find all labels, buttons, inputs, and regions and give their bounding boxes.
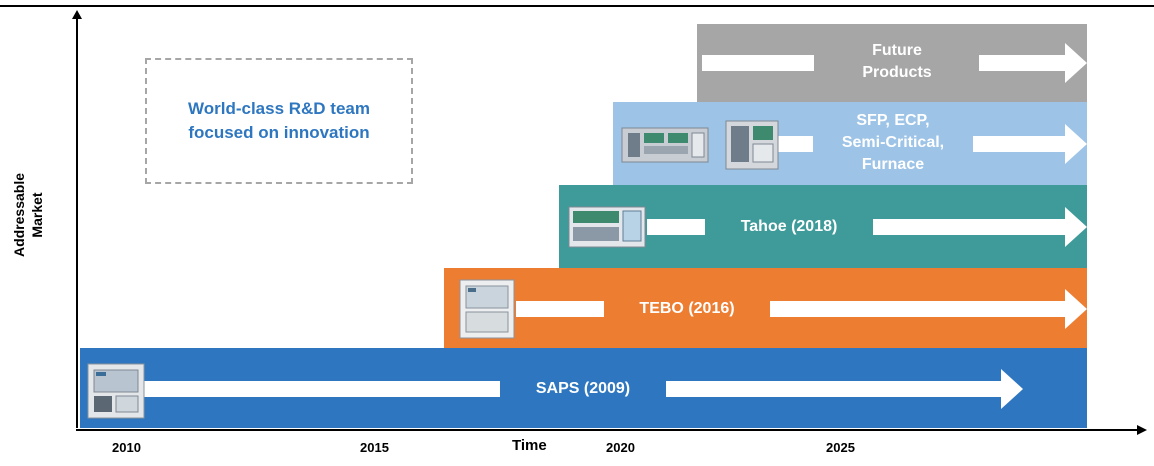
tahoe-tool-image-icon [568, 206, 646, 248]
band-saps-label: SAPS (2009) [535, 380, 631, 397]
x-tick-2025: 2025 [826, 440, 855, 455]
band-sfp-label-line-3: Furnace [861, 156, 925, 173]
ecp-tool-image-icon [725, 120, 779, 170]
band-tebo-label: TEBO (2016) [639, 300, 735, 317]
band-sfp-label-line-2: Semi-Critical, [841, 134, 945, 151]
rd-callout-line-1: World-class R&D team [187, 99, 370, 118]
rd-callout-line-2: focused on innovation [188, 123, 370, 142]
tebo-tool-image-icon [459, 279, 515, 339]
band-future-label: Future Products [822, 40, 972, 84]
band-sfp-label-line-1: SFP, ECP, [856, 112, 930, 129]
future-arrow-shaft-right [979, 55, 1065, 71]
rd-callout-box: World-class R&D team focused on innovati… [145, 58, 413, 184]
x-tick-2020: 2020 [606, 440, 635, 455]
band-future-products: Future Products [697, 24, 1087, 102]
future-arrow-shaft-left [702, 55, 814, 71]
band-tahoe-label: Tahoe (2018) [740, 218, 838, 235]
tahoe-arrow-shaft-right [873, 219, 1065, 235]
band-future-label-line-1: Future [872, 42, 922, 59]
y-axis-label-line-1: Addressable [11, 172, 27, 258]
sfp-tool-image-icon [621, 127, 709, 163]
saps-arrow-shaft-right [666, 381, 1001, 397]
y-axis [76, 16, 78, 428]
x-tick-2010: 2010 [112, 440, 141, 455]
band-future-label-line-2: Products [862, 64, 932, 81]
y-axis-label: Addressable Market [10, 135, 46, 295]
band-sfp-label: SFP, ECP, Semi-Critical, Furnace [813, 110, 973, 176]
saps-arrow-shaft-left [142, 381, 500, 397]
top-rule [0, 5, 1154, 7]
tebo-arrowhead-icon [1065, 289, 1087, 329]
saps-arrowhead-icon [1001, 369, 1023, 409]
tebo-arrow-shaft-left [516, 301, 604, 317]
tebo-arrow-shaft-right [770, 301, 1065, 317]
y-axis-arrow [72, 10, 82, 19]
band-sfp-ecp: SFP, ECP, Semi-Critical, Furnace [613, 102, 1087, 185]
x-tick-2015: 2015 [360, 440, 389, 455]
band-saps: SAPS (2009) [80, 348, 1087, 428]
sfp-arrow-shaft-right [973, 136, 1065, 152]
tahoe-arrow-shaft-left [647, 219, 705, 235]
band-tebo: TEBO (2016) [444, 268, 1087, 348]
y-axis-label-line-2: Market [29, 192, 45, 238]
future-arrowhead-icon [1065, 43, 1087, 83]
saps-tool-image-icon [87, 363, 145, 419]
sfp-arrowhead-icon [1065, 124, 1087, 164]
band-tahoe: Tahoe (2018) [559, 185, 1087, 268]
x-axis [76, 429, 1140, 431]
x-axis-title: Time [512, 437, 547, 454]
tahoe-arrowhead-icon [1065, 207, 1087, 247]
x-axis-arrow [1137, 425, 1147, 435]
